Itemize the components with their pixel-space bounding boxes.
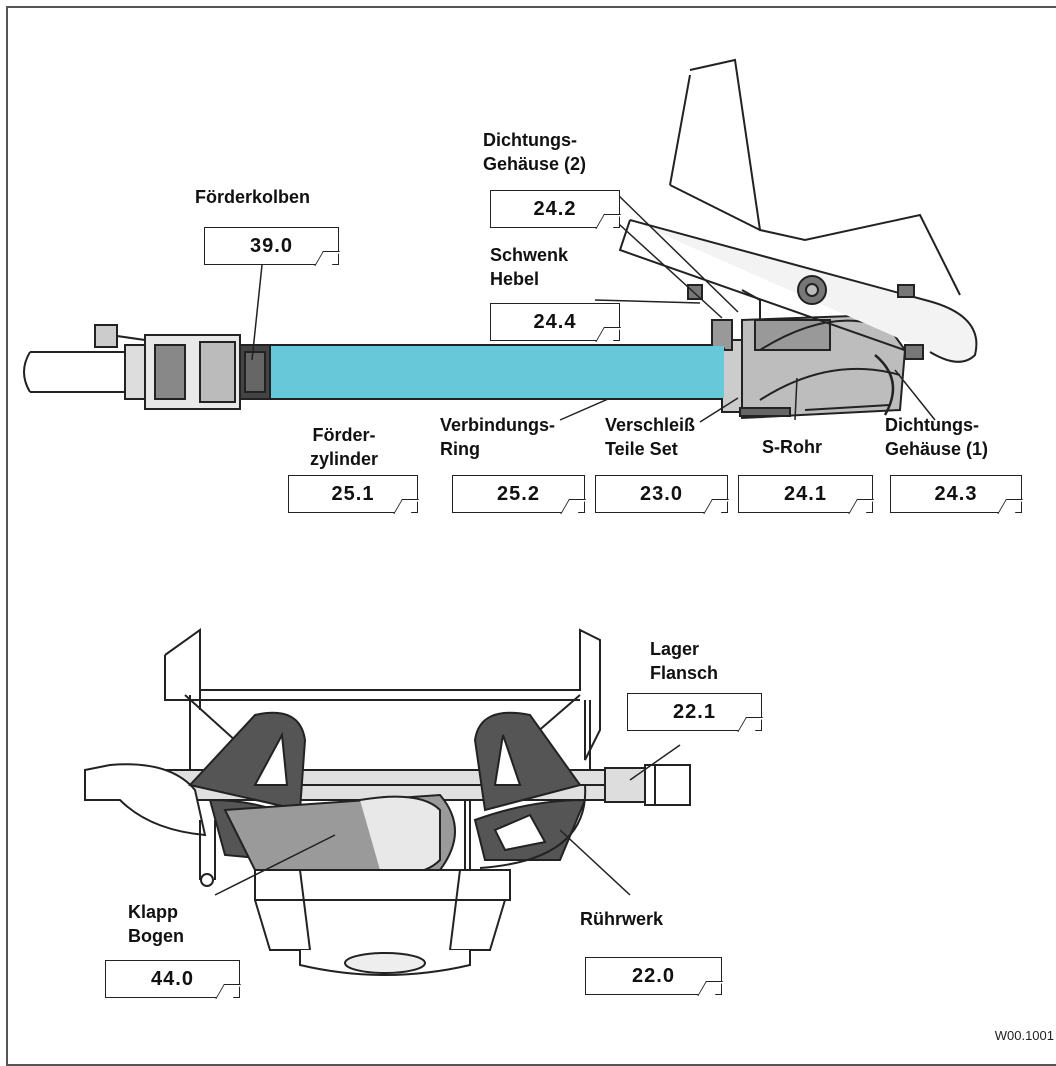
- label-line: Klapp: [128, 902, 179, 922]
- label-line: Hebel: [490, 269, 540, 289]
- label-line: Gehäuse (1): [885, 439, 989, 459]
- label-dichtungsgehaeuse-2: Dichtungs- Gehäuse (2): [483, 128, 586, 176]
- ref-box-verschleissteile: 23.0: [595, 475, 729, 514]
- label-ruehrwerk: Rührwerk: [580, 907, 663, 931]
- ref-box-s-rohr: 24.1: [738, 475, 874, 514]
- label-line: Flansch: [650, 663, 719, 683]
- ref-box-schwenkhebel: 24.4: [490, 303, 621, 342]
- label-line: S-Rohr: [762, 437, 822, 457]
- label-line: Verschleiß: [605, 415, 696, 435]
- ref-box-dichtungsgehaeuse-1: 24.3: [890, 475, 1023, 514]
- label-line: Teile Set: [605, 439, 678, 459]
- ref-box-klappbogen: 44.0: [105, 960, 241, 999]
- ref-box-foerderkolben: 39.0: [204, 227, 340, 266]
- ref-box-dichtungsgehaeuse-2: 24.2: [490, 190, 621, 229]
- label-line: Schwenk: [490, 245, 569, 265]
- label-line: zylinder: [310, 449, 379, 469]
- label-foerderzylinder: Förder-zylinder: [310, 423, 378, 471]
- label-line: Rührwerk: [580, 909, 664, 929]
- label-s-rohr: S-Rohr: [762, 435, 822, 459]
- label-line: Dichtungs-: [483, 130, 577, 150]
- ref-box-foerderzylinder: 25.1: [288, 475, 419, 514]
- label-line: Förderkolben: [195, 187, 311, 207]
- label-dichtungsgehaeuse-1: Dichtungs- Gehäuse (1): [885, 413, 988, 461]
- label-line: Ring: [440, 439, 480, 459]
- label-line: Verbindungs-: [440, 415, 556, 435]
- label-line: Gehäuse (2): [483, 154, 587, 174]
- label-line: Förder-: [312, 425, 376, 445]
- drawing-code: W00.1001: [994, 1028, 1054, 1043]
- label-verbindungsring: Verbindungs- Ring: [440, 413, 555, 461]
- label-line: Bogen: [128, 926, 184, 946]
- foerderzylinder-fill: [271, 346, 724, 398]
- ref-box-ruehrwerk: 22.0: [585, 957, 723, 996]
- label-line: Dichtungs-: [885, 415, 979, 435]
- ref-box-verbindungsring: 25.2: [452, 475, 586, 514]
- label-line: Lager: [650, 639, 700, 659]
- label-foerderkolben: Förderkolben: [195, 185, 310, 209]
- ref-box-lagerflansch: 22.1: [627, 693, 763, 732]
